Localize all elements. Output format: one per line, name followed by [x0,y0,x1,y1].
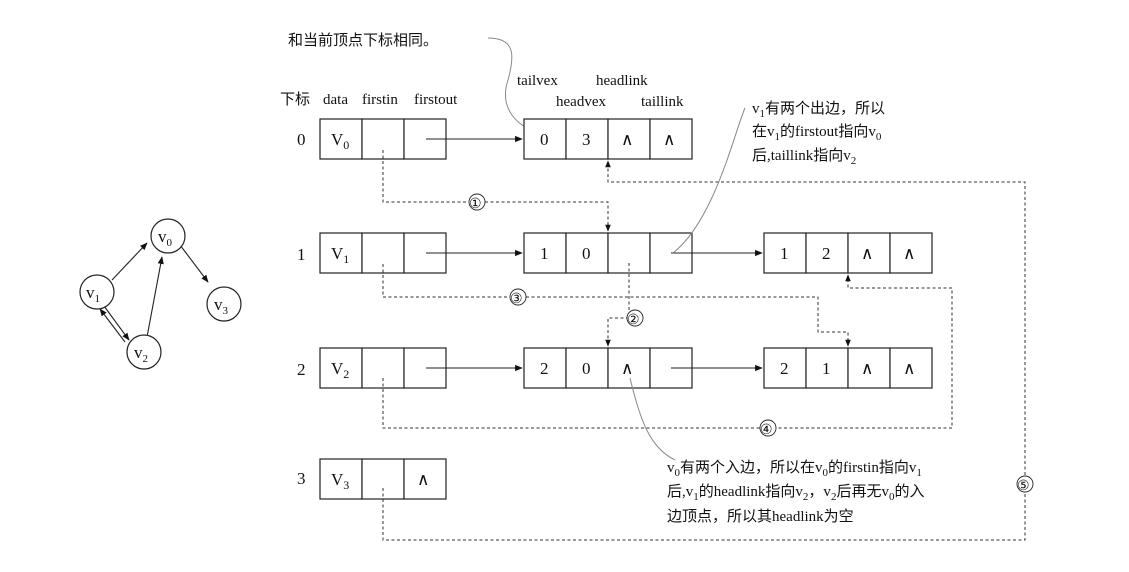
vertex-2-firstin [361,347,405,389]
svg-text:0: 0 [582,244,591,263]
svg-text:∧: ∧ [903,359,915,378]
svg-text:V3: V3 [331,470,349,492]
arc-node-1-2: 1 2 ∧ ∧ [763,232,933,274]
note-v0-pointer [629,377,676,461]
top-note: 和当前顶点下标相同。 [288,32,438,49]
graph-sketch: v0 v1 v2 v3 [79,218,242,370]
path-step-4 [382,274,953,429]
step-label-2: ② [627,313,640,328]
vertex-2-data [319,347,363,389]
note-v1-outgoing: v1有两个出边，所以 在v1的firstout指向v0 后,taillink指向… [752,100,885,167]
path-step-1 [382,150,611,232]
edge-v2-v1 [99,308,126,343]
svg-text:v0: v0 [158,227,173,249]
in-links: ① ② ③ ④ ⑤ [382,150,1034,541]
edge-v0-v3 [179,244,209,283]
svg-text:0: 0 [582,359,591,378]
svg-text:1: 1 [780,244,789,263]
svg-text:0: 0 [540,130,549,149]
svg-text:2: 2 [780,359,789,378]
vertex-index-0: 0 [297,130,306,149]
note-v0-incoming: v0有两个入边，所以在v0的firstin指向v1 后,v1的headlink指… [667,459,924,525]
header-data: data [323,92,348,108]
top-note-pointer [487,37,539,133]
svg-text:V1: V1 [331,244,349,266]
graph-node-v3 [206,286,242,322]
arc-node-1-0: 1 0 [523,232,693,274]
svg-text:v0有两个入边，所以在v0的firstin指向v1: v0有两个入边，所以在v0的firstin指向v1 [667,459,922,479]
svg-text:1: 1 [540,244,549,263]
svg-text:∧: ∧ [903,244,915,263]
step-label-5: ⑤ [1017,479,1030,494]
step-label-3: ③ [510,292,523,307]
graph-node-v0 [150,218,186,254]
vertex-table: 0 V0 1 V1 2 V2 3 V3 ∧ [297,118,447,500]
vertex-3-firstout-null: ∧ [417,470,429,489]
vertex-index-1: 1 [297,245,306,264]
path-step-2 [605,263,630,347]
svg-text:∧: ∧ [861,359,873,378]
header-headvex: headvex [556,94,606,110]
vertex-index-3: 3 [297,469,306,488]
header-tailvex: tailvex [517,73,558,89]
edge-v2-v0 [146,256,164,338]
vertex-3-data [319,458,363,500]
svg-text:V0: V0 [331,130,349,152]
svg-text:在v1的firstout指向v0: 在v1的firstout指向v0 [752,123,882,143]
svg-text:2: 2 [822,244,831,263]
vertex-index-2: 2 [297,360,306,379]
header-firstout: firstout [414,92,458,108]
vertex-0-data [319,118,363,160]
svg-text:后,v1的headlink指向v2，v2后再无v0的入: 后,v1的headlink指向v2，v2后再无v0的入 [667,483,924,503]
svg-text:v3: v3 [214,295,229,317]
svg-text:v2: v2 [134,343,148,365]
arc-node-2-0: 2 0 ∧ [523,347,693,389]
edge-v1-v2 [103,305,130,341]
edge-v1-v0 [111,242,148,281]
svg-text:v1: v1 [86,283,100,305]
svg-text:v1有两个出边，所以: v1有两个出边，所以 [752,100,885,120]
header-firstin: firstin [362,92,398,108]
svg-text:∧: ∧ [663,130,675,149]
arc-node-0-3: 0 3 ∧ ∧ [523,118,693,160]
graph-node-v1 [79,274,115,310]
header-headlink: headlink [596,73,648,89]
note-v1-pointer [672,107,746,254]
svg-text:3: 3 [582,130,591,149]
svg-text:边顶点，所以其headlink为空: 边顶点，所以其headlink为空 [667,508,854,525]
svg-text:V2: V2 [331,359,349,381]
header-index: 下标 [280,91,310,108]
step-label-4: ④ [760,423,773,438]
vertex-1-data [319,232,363,274]
vertex-3-firstin [361,458,405,500]
svg-text:∧: ∧ [621,130,633,149]
svg-text:∧: ∧ [621,359,633,378]
svg-text:∧: ∧ [861,244,873,263]
arc-node-2-1: 2 1 ∧ ∧ [763,347,933,389]
header-taillink: taillink [641,94,684,110]
svg-text:2: 2 [540,359,549,378]
step-label-1: ① [469,197,482,212]
vertex-3-firstout [403,458,447,500]
graph-node-v2 [126,334,162,370]
path-step-3 [382,264,851,347]
out-arrows [426,135,763,372]
svg-text:后,taillink指向v2: 后,taillink指向v2 [752,147,856,167]
svg-text:1: 1 [822,359,831,378]
